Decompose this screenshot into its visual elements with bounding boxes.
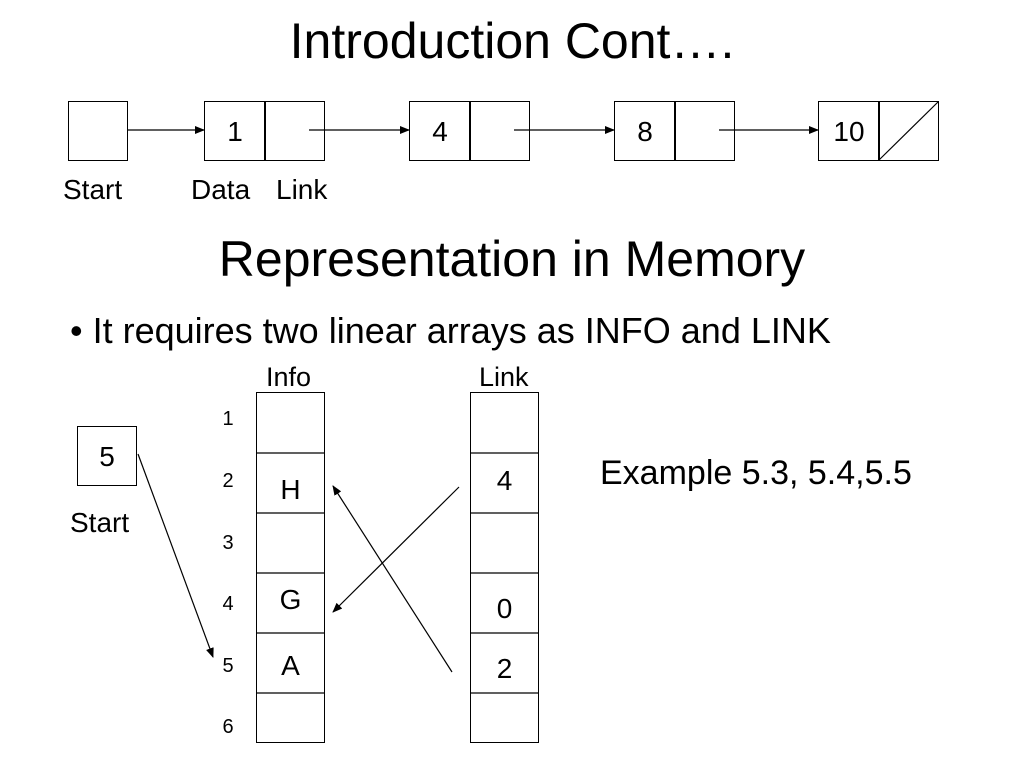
start-value-box: 5 [77,426,137,486]
example-reference: Example 5.3, 5.4,5.5 [600,454,912,492]
list-node-4: 10 [818,101,939,161]
info-cell: H [280,474,301,505]
section-title: Representation in Memory [218,231,806,287]
list-node-2: 4 [409,101,530,161]
row-index: 3 [222,532,234,554]
info-cell: A [281,650,300,681]
start-pointer-box [68,101,128,161]
link-header: Link [479,362,529,392]
info-cell: G [279,584,302,615]
start-label: Start [63,174,123,205]
link-array [470,392,539,743]
list-node-1: 1 [204,101,325,161]
row-index: 6 [222,716,234,738]
bullet-text: • It requires two linear arrays as INFO … [70,310,831,351]
link-label: Link [276,174,328,205]
link-cell: 0 [496,593,513,624]
row-index: 2 [222,470,234,492]
row-index: 5 [222,655,234,677]
link2-to-info4-arrow [332,486,460,613]
link-cell: 2 [496,653,513,684]
node-data: 1 [227,116,243,147]
row-index: 4 [222,593,234,615]
node-data: 8 [637,116,653,147]
node-data: 4 [432,116,448,147]
link-cell: 4 [496,465,513,496]
data-label: Data [191,174,251,205]
link5-to-info2-arrow [332,485,453,673]
memory-start-label: Start [70,507,130,538]
info-array [256,392,325,743]
info-header: Info [266,362,312,392]
start-value: 5 [99,441,115,472]
start-to-row5-arrow [137,453,214,658]
list-node-3: 8 [614,101,735,161]
row-index: 1 [222,408,234,430]
page-title: Introduction Cont…. [289,13,735,69]
node-data: 10 [833,116,865,147]
